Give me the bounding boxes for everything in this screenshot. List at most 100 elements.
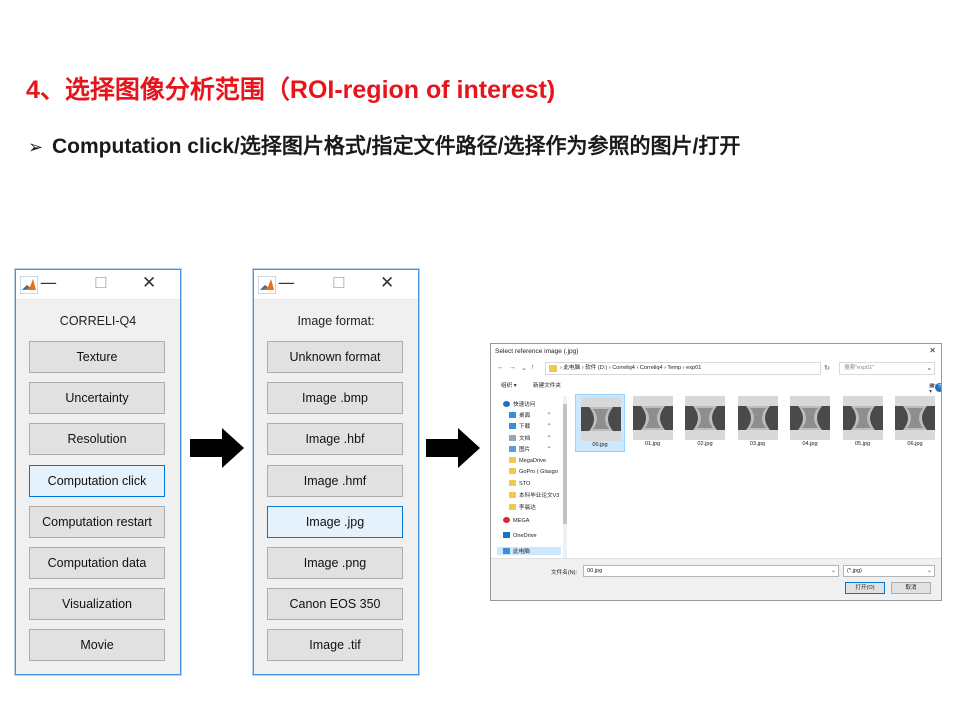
forward-arrow-icon[interactable]: → (509, 364, 516, 371)
refresh-icon[interactable]: ↻ (824, 365, 830, 372)
document-icon (509, 435, 516, 441)
bullet-mark: ➢ (28, 137, 44, 157)
sidebar-item-label: 图片 (519, 447, 531, 453)
filetype-value: (*.jpg) (847, 568, 862, 574)
option-button[interactable]: Uncertainty (29, 382, 165, 415)
sidebar-item[interactable]: OneDrive (503, 532, 537, 539)
preview-pane-icon[interactable]: ▭ (931, 383, 937, 389)
arrow-right-icon (190, 428, 244, 468)
sidebar-item[interactable]: 下载 ✦ (503, 422, 551, 430)
option-button[interactable]: Image .bmp (267, 382, 403, 415)
file-thumbnail[interactable]: 05.jpg (838, 394, 888, 452)
sidebar-item-label: STO (519, 481, 531, 487)
download-icon (509, 423, 516, 429)
chevron-down-icon[interactable]: ⌄ (830, 568, 836, 574)
sidebar-item[interactable]: 本科毕业论文V3 (503, 491, 559, 499)
maximize-icon[interactable]: ☐ (332, 274, 346, 292)
address-path: › 此电脑 › 软件 (D:) › Correliq4 › Correliq4 … (560, 365, 702, 371)
folder-icon (509, 504, 516, 510)
file-thumbnail[interactable]: 00.jpg (575, 394, 625, 452)
sidebar-item[interactable]: 文档 ✦ (503, 434, 551, 442)
option-button[interactable]: Image .hbf (267, 423, 403, 456)
sidebar-item-label: 桌面 (519, 413, 531, 419)
maximize-icon[interactable]: ☐ (94, 274, 108, 292)
option-button[interactable]: Image .tif (267, 629, 403, 662)
close-icon[interactable]: ✕ (929, 346, 936, 355)
file-thumbnail[interactable]: 02.jpg (680, 394, 730, 452)
sidebar-item[interactable]: 图片 ✦ (503, 445, 551, 453)
sidebar-item[interactable]: MEGA (503, 517, 529, 524)
folder-icon (509, 468, 516, 474)
option-button[interactable]: Visualization (29, 588, 165, 621)
search-placeholder: 搜索"exp01" (844, 365, 875, 371)
option-button[interactable]: Image .png (267, 547, 403, 579)
file-thumbnail[interactable]: 06.jpg (890, 394, 940, 452)
sidebar-item[interactable]: MegaDrive (503, 457, 546, 464)
cloud-icon (503, 532, 510, 538)
navigation-scrollbar[interactable] (563, 396, 567, 564)
pin-icon[interactable]: ✦ (547, 411, 552, 417)
desktop-icon (509, 412, 516, 418)
sidebar-item[interactable]: 李晨达 (503, 503, 536, 511)
dialog-toolbar: 组织 ▾ 新建文件夹 ▦ ▾ ▭ ? (491, 378, 941, 395)
close-icon[interactable]: ✕ (142, 273, 157, 293)
minimize-icon[interactable]: — (278, 273, 295, 293)
minimize-icon[interactable]: — (40, 273, 57, 293)
cancel-button[interactable]: 取消 (891, 582, 931, 594)
arrow-right-icon (426, 428, 480, 468)
slide-title: 4、选择图像分析范围（ROI-region of interest) (26, 76, 556, 104)
sidebar-item[interactable]: 快速访问 (503, 400, 535, 408)
option-button[interactable]: Resolution (29, 423, 165, 456)
organize-button[interactable]: 组织 ▾ (501, 383, 517, 389)
folder-icon (549, 365, 557, 372)
sidebar-item[interactable]: 此电脑 (497, 547, 561, 555)
filename-input[interactable]: 00.jpg ⌄ (583, 565, 839, 577)
option-button[interactable]: Canon EOS 350 (267, 588, 403, 621)
specimen-image-icon (581, 397, 621, 441)
option-button[interactable]: Computation data (29, 547, 165, 579)
help-icon[interactable]: ? (935, 383, 941, 392)
pin-icon[interactable]: ✦ (547, 434, 552, 440)
sidebar-item-label: 此电脑 (513, 549, 530, 555)
filetype-select[interactable]: (*.jpg) ⌄ (843, 565, 935, 577)
option-button[interactable]: Image .hmf (267, 464, 403, 497)
file-name: 01.jpg (644, 441, 661, 447)
pin-icon[interactable]: ✦ (547, 422, 552, 428)
address-bar[interactable]: › 此电脑 › 软件 (D:) › Correliq4 › Correliq4 … (545, 362, 821, 375)
dialog-title: Select reference image (.jpg) (495, 348, 579, 355)
sidebar-item-label: 李晨达 (519, 505, 536, 511)
sidebar-item[interactable]: GoPro ( Glasgo (503, 468, 558, 475)
specimen-image-icon (842, 396, 883, 440)
search-input[interactable]: 搜索"exp01" ⌕ (839, 362, 935, 375)
option-button[interactable]: Computation click (29, 464, 165, 497)
file-thumbnail[interactable]: 03.jpg (733, 394, 783, 452)
pin-icon[interactable]: ✦ (547, 445, 552, 451)
sidebar-item[interactable]: 桌面 ✦ (503, 411, 551, 419)
specimen-image-icon (737, 396, 778, 440)
file-thumbnail[interactable]: 04.jpg (785, 394, 835, 452)
option-button[interactable]: Image .jpg (267, 505, 403, 538)
sidebar-item-label: 文档 (519, 436, 531, 442)
file-name: 04.jpg (802, 441, 818, 447)
view-options-icon[interactable]: ▦ ▾ (929, 383, 935, 395)
up-arrow-icon[interactable]: ↑ (531, 364, 535, 371)
specimen-image-icon (790, 396, 830, 440)
specimen-image-icon (895, 396, 935, 440)
close-icon[interactable]: ✕ (380, 273, 395, 293)
back-arrow-icon[interactable]: ← (497, 364, 504, 371)
navigation-bar: ← → ⌄ ↑ › 此电脑 › 软件 (D:) › Correliq4 › Co… (491, 360, 941, 378)
file-thumbnail[interactable]: 01.jpg (628, 394, 678, 452)
star-icon (503, 401, 510, 407)
search-icon: ⌕ (927, 366, 931, 373)
option-button[interactable]: Texture (29, 341, 165, 373)
sidebar-item-label: MEGA (513, 518, 530, 524)
option-button[interactable]: Movie (29, 629, 165, 662)
recent-dropdown-icon[interactable]: ⌄ (521, 365, 527, 372)
new-folder-button[interactable]: 新建文件夹 (533, 383, 561, 389)
dialog-footer: 文件名(N): 00.jpg ⌄ (*.jpg) ⌄ 打开(O) 取消 (491, 558, 941, 600)
open-button[interactable]: 打开(O) (845, 582, 885, 594)
option-button[interactable]: Unknown format (267, 341, 403, 373)
option-button[interactable]: Computation restart (29, 505, 165, 538)
matlab-logo-icon (20, 276, 38, 294)
sidebar-item[interactable]: STO (503, 480, 530, 487)
